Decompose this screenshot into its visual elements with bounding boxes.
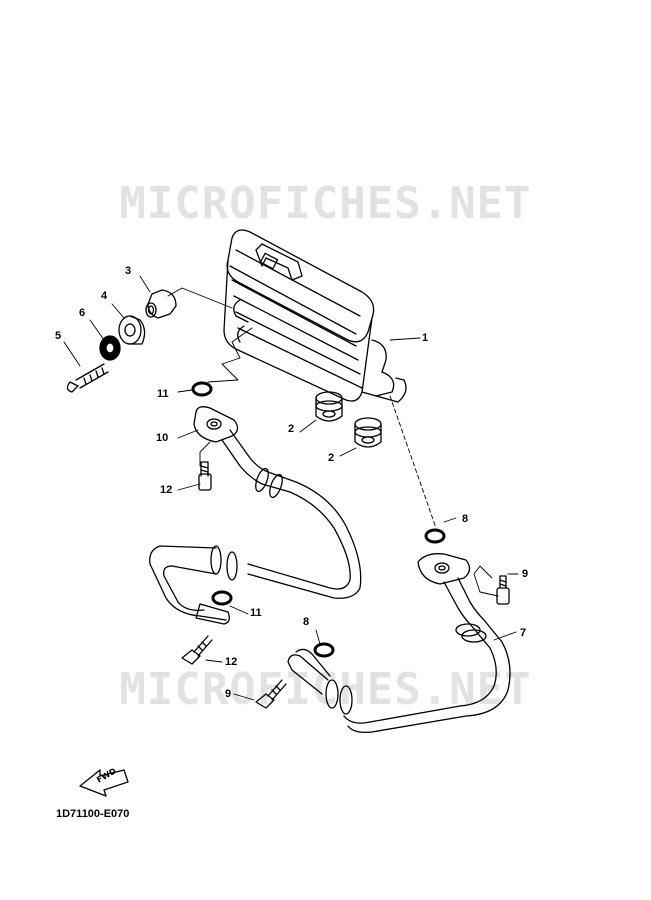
oil-hose-1 <box>149 406 362 625</box>
grommet-lower <box>354 417 382 448</box>
oil-cooler <box>223 229 407 403</box>
grommet-upper <box>315 391 343 422</box>
callout-2-upper: 2 <box>288 423 295 435</box>
callout-7: 7 <box>520 627 527 639</box>
reference-code: 1D71100-E070 <box>56 808 130 820</box>
fwd-arrow-icon <box>79 769 129 797</box>
callout-2-lower: 2 <box>328 452 335 464</box>
callout-9-lower: 9 <box>225 688 232 700</box>
leader-lines <box>63 275 519 701</box>
callout-5: 5 <box>55 330 62 342</box>
washer <box>99 335 121 361</box>
bolt-9-right <box>496 575 510 605</box>
damper <box>118 315 146 345</box>
oil-hose-2 <box>287 553 511 734</box>
callout-12-lower: 12 <box>225 656 238 668</box>
callout-12-upper: 12 <box>160 484 173 496</box>
o-ring-8-lower <box>313 642 335 658</box>
bolt-9-lower <box>255 679 287 709</box>
callout-9-right: 9 <box>522 568 529 580</box>
callout-8-lower: 8 <box>303 616 310 628</box>
callout-10: 10 <box>156 432 169 444</box>
bolt-12-upper <box>198 461 212 491</box>
o-ring-8-upper <box>424 528 446 544</box>
o-ring-11-lower <box>211 590 233 606</box>
o-ring-11-upper <box>191 381 213 397</box>
bolt <box>66 363 109 393</box>
bolt-12-lower <box>181 635 213 665</box>
callout-3: 3 <box>125 265 132 277</box>
callout-6: 6 <box>79 307 86 319</box>
callout-1: 1 <box>422 332 429 344</box>
callout-11-upper: 11 <box>157 388 169 400</box>
callout-11-lower: 11 <box>250 607 262 619</box>
callout-8-upper: 8 <box>462 513 469 525</box>
callout-4: 4 <box>101 290 108 302</box>
collar <box>145 289 177 319</box>
